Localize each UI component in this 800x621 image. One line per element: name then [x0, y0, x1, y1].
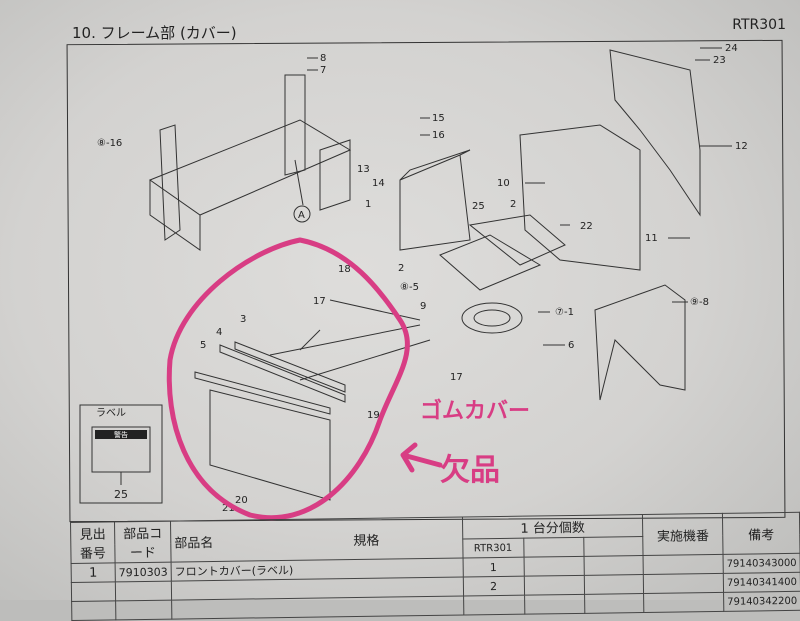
marker-circle — [166, 237, 410, 521]
marker-arrow-icon — [400, 442, 443, 473]
callout: 2 — [510, 199, 516, 210]
header-index: 見出番号 — [70, 521, 116, 564]
parts-table: 見出番号 部品コード 部品名規格 1 台分個数 実施機番 備考 RTR301 1… — [70, 512, 800, 621]
callout: 25 — [472, 201, 485, 212]
model-number: RTR301 — [732, 17, 786, 33]
callout: A — [298, 210, 305, 221]
callout: 12 — [735, 141, 748, 152]
annotation-missing-part: 欠品 — [440, 453, 500, 488]
callout: 8 — [320, 53, 326, 64]
page-title: 10. フレーム部 (カバー) — [72, 24, 237, 42]
callout: 1 — [365, 199, 371, 210]
header-spec: 規格 — [353, 533, 380, 549]
callout: 19 — [367, 410, 380, 421]
callout: 13 — [357, 164, 370, 175]
label-box-number: 25 — [114, 488, 128, 501]
callout: 5 — [200, 340, 206, 351]
warning-label-text: 警告 — [114, 430, 128, 439]
callout: 10 — [497, 178, 510, 189]
header-qty-group: 1 台分個数 — [461, 514, 644, 540]
callout: 23 — [713, 55, 726, 66]
callout: ⑨-8 — [690, 297, 709, 308]
callout: 2 — [398, 263, 404, 274]
callout: 21 — [222, 503, 235, 514]
callout: 11 — [645, 233, 658, 244]
header-serial: 実施機番 — [642, 513, 723, 556]
label-box-title: ラベル — [96, 407, 126, 419]
header-model: RTR301 — [462, 538, 524, 559]
parts-diagram: 警告 ラベル 25 8 7 15 16 13 14 1 25 10 2 22 1… — [79, 43, 748, 521]
annotation-rubber-cover: ゴムカバー — [420, 398, 530, 424]
callouts: 8 7 15 16 13 14 1 25 10 2 22 11 12 24 23… — [97, 43, 748, 514]
callout: 9 — [420, 301, 426, 312]
header-name: 部品名 — [174, 535, 214, 552]
callout: 20 — [235, 495, 248, 506]
callout: 22 — [580, 221, 593, 232]
callout: 16 — [432, 130, 445, 141]
document-page — [0, 0, 800, 600]
callout: 14 — [372, 178, 385, 189]
callout: 7 — [320, 65, 326, 76]
callout: 17 — [450, 372, 463, 383]
header-code: 部品コード — [114, 521, 172, 563]
callout: 3 — [240, 314, 246, 325]
callout: 6 — [568, 340, 574, 351]
callout: ⑧-5 — [400, 282, 419, 293]
diagram-lines — [79, 47, 732, 504]
warning-label-banner — [95, 430, 147, 439]
callout: ⑧-16 — [97, 138, 122, 149]
callout: 4 — [216, 327, 222, 338]
callout: 15 — [432, 113, 445, 124]
callout: 24 — [725, 43, 738, 54]
callout: ⑦-1 — [555, 307, 574, 318]
header-name-spec: 部品名 規格 — [170, 517, 463, 563]
header-remarks: 備考 — [722, 512, 800, 555]
callout: 17 — [313, 296, 326, 307]
callout: 18 — [338, 264, 351, 275]
